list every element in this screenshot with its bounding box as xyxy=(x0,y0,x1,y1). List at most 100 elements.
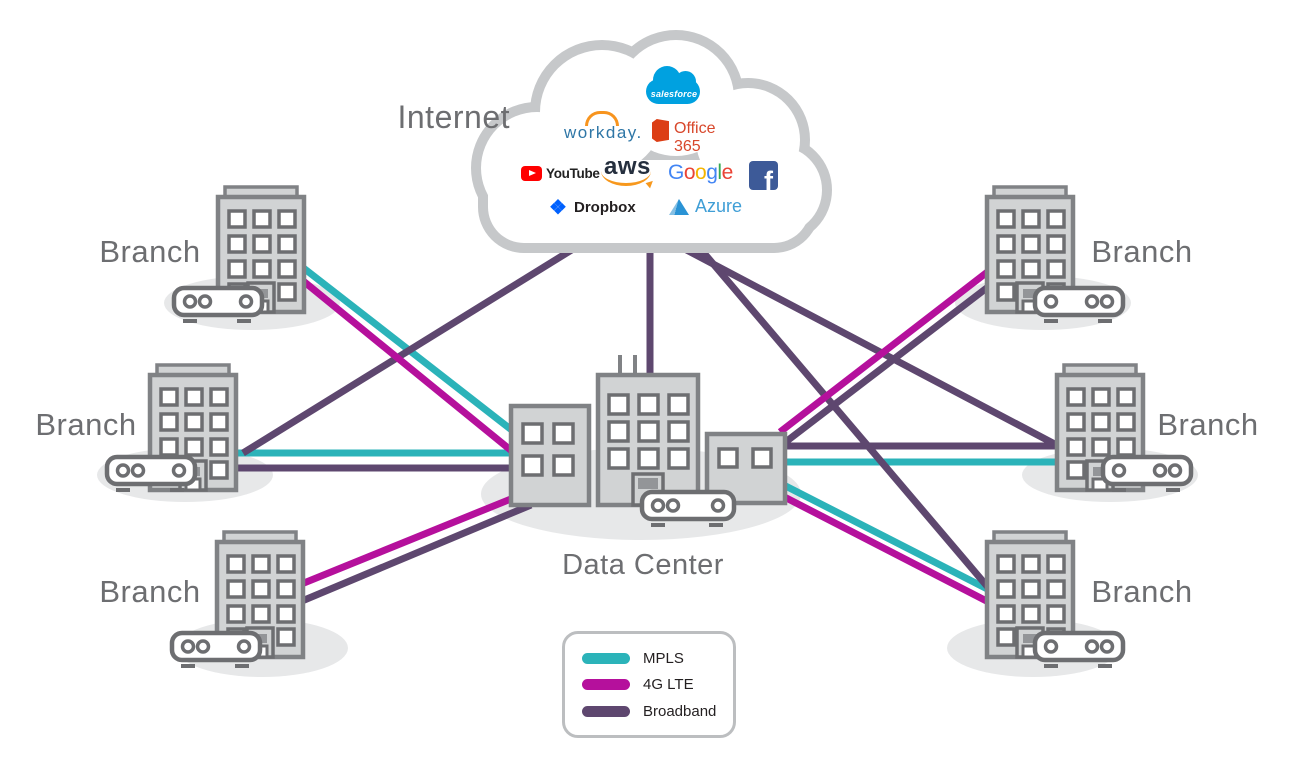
window xyxy=(717,447,739,469)
window xyxy=(251,554,271,574)
window xyxy=(1021,554,1041,574)
window xyxy=(277,282,297,302)
facebook-logo: f xyxy=(749,161,778,190)
building-data-center-right xyxy=(704,431,788,506)
legend-label-4g-lte: 4G LTE xyxy=(643,676,694,693)
router-body xyxy=(1032,630,1126,663)
youtube-logo-text: YouTube xyxy=(546,166,600,181)
router-led xyxy=(180,639,196,654)
connection-branch-top-left-to-data-center-mpls xyxy=(285,253,543,455)
router-led xyxy=(1043,639,1059,654)
window xyxy=(996,604,1016,624)
azure-triangle-icon xyxy=(669,199,689,215)
window xyxy=(184,412,204,432)
window xyxy=(667,393,690,416)
router-body xyxy=(171,285,265,318)
google-letter: l xyxy=(717,161,722,184)
router-branch-bottom-right xyxy=(1032,630,1126,668)
window xyxy=(1046,579,1066,599)
router-body xyxy=(169,630,263,663)
connection-branch-top-right-to-data-center-4g-lte xyxy=(777,260,1002,435)
legend-item-broadband: Broadband xyxy=(582,703,733,720)
router-branch-top-right xyxy=(1032,285,1126,323)
router-led xyxy=(665,498,681,513)
router-body xyxy=(1032,285,1126,318)
connection-branch-bottom-right-to-internet-broadband xyxy=(695,243,995,595)
router-branch-bottom-left xyxy=(169,630,263,668)
router-data-center xyxy=(639,489,737,527)
salesforce-cloud-icon xyxy=(646,79,700,104)
connection-branch-top-left-to-data-center-4g-lte xyxy=(288,268,538,473)
window xyxy=(1116,412,1136,432)
buildings-layer xyxy=(147,185,1146,660)
window xyxy=(1066,437,1086,457)
router-led xyxy=(1084,294,1100,309)
dropbox-icon: ❖ xyxy=(549,197,567,219)
window xyxy=(1021,604,1041,624)
legend-item-mpls: MPLS xyxy=(582,650,733,667)
facebook-f-icon: f xyxy=(764,166,773,190)
window xyxy=(209,437,229,457)
window xyxy=(996,209,1016,229)
branch-label-middle-right: Branch xyxy=(1157,407,1259,442)
window xyxy=(251,579,271,599)
google-letter: g xyxy=(706,161,718,184)
router-led xyxy=(115,463,131,478)
google-logo: Google xyxy=(668,161,738,185)
router-led xyxy=(195,639,211,654)
window xyxy=(276,554,296,574)
window xyxy=(276,604,296,624)
connection-branch-bottom-left-to-data-center-broadband xyxy=(300,501,533,605)
window xyxy=(1021,579,1041,599)
window xyxy=(552,454,575,477)
aws-logo: aws xyxy=(601,153,657,191)
router-led xyxy=(182,294,198,309)
window xyxy=(276,579,296,599)
window xyxy=(209,412,229,432)
router-led xyxy=(1099,639,1115,654)
window xyxy=(667,447,690,470)
window xyxy=(277,209,297,229)
office365-logo-text: Office 365 xyxy=(674,120,716,155)
office-icon xyxy=(652,119,669,142)
router-led xyxy=(650,498,666,513)
legend: MPLS 4G LTE Broadband xyxy=(562,631,736,738)
youtube-logo: YouTube xyxy=(521,165,600,183)
google-letter: o xyxy=(695,161,707,184)
window xyxy=(1046,259,1066,279)
window xyxy=(1046,604,1066,624)
workday-arc-icon xyxy=(585,111,619,126)
legend-swatch-broadband xyxy=(582,705,630,717)
window xyxy=(277,234,297,254)
router-body xyxy=(104,454,198,487)
building-branch-top-left xyxy=(215,185,307,315)
google-letter: G xyxy=(668,161,684,184)
router-led xyxy=(238,294,254,309)
window xyxy=(996,554,1016,574)
door-lintel xyxy=(638,478,658,489)
branch-label-middle-left: Branch xyxy=(35,407,137,442)
branch-label-bottom-left: Branch xyxy=(99,574,201,609)
azure-logo-text: Azure xyxy=(695,196,743,216)
window xyxy=(1066,460,1086,480)
window xyxy=(227,259,247,279)
window xyxy=(1021,234,1041,254)
workday-logo-text: workday. xyxy=(564,123,643,142)
window xyxy=(252,234,272,254)
connection-branch-middle-right-to-internet-broadband xyxy=(677,242,1068,454)
branch-label-top-right: Branch xyxy=(1091,234,1193,269)
window xyxy=(159,437,179,457)
internet-label: Internet xyxy=(397,99,510,135)
window xyxy=(1091,412,1111,432)
window xyxy=(1066,387,1086,407)
window xyxy=(209,387,229,407)
window xyxy=(552,422,575,445)
window xyxy=(227,234,247,254)
legend-label-broadband: Broadband xyxy=(643,702,717,720)
router-led xyxy=(130,463,146,478)
window xyxy=(1021,209,1041,229)
window xyxy=(227,209,247,229)
window xyxy=(226,604,246,624)
window xyxy=(1116,437,1136,457)
